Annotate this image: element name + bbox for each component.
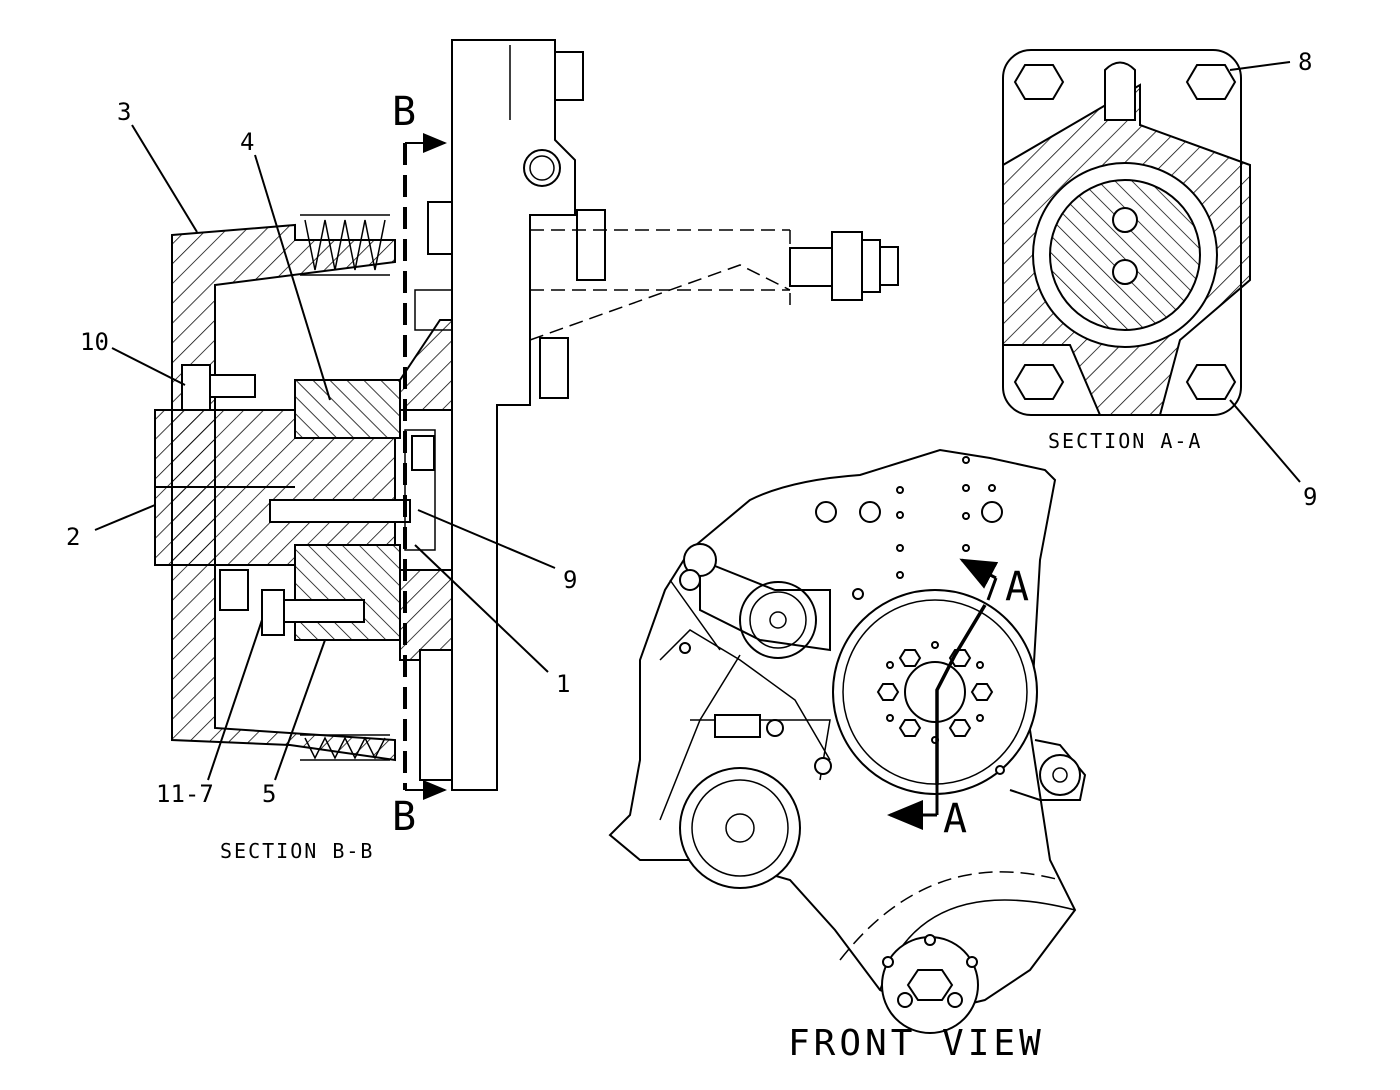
section-b-bottom-mark: B — [392, 794, 416, 840]
section-a-a-caption: SECTION A-A — [1048, 429, 1202, 453]
callout-1: 1 — [556, 670, 570, 698]
callout-11-7: 11-7 — [156, 780, 214, 808]
section-a-bottom-mark: A — [943, 796, 967, 842]
callout-2: 2 — [66, 523, 80, 551]
callout-8: 8 — [1298, 48, 1312, 76]
section-b-b-view: B B 3 4 10 2 9 1 11-7 5 SECTION B-B — [66, 39, 899, 863]
callout-3: 3 — [117, 98, 131, 126]
section-b-top-mark: B — [392, 89, 416, 135]
front-view-caption: FRONT VIEW — [788, 1023, 1045, 1064]
callout-9-section-b: 9 — [563, 566, 577, 594]
callout-9-section-a: 9 — [1303, 483, 1317, 511]
callout-10: 10 — [80, 328, 109, 356]
section-a-top-mark: A — [1005, 564, 1029, 610]
callout-4: 4 — [240, 128, 254, 156]
section-a-a-view: 8 9 SECTION A-A — [1002, 48, 1317, 511]
section-b-b-caption: SECTION B-B — [220, 839, 374, 863]
front-view: A A FRONT VIEW — [608, 448, 1087, 1064]
callout-5: 5 — [262, 780, 276, 808]
